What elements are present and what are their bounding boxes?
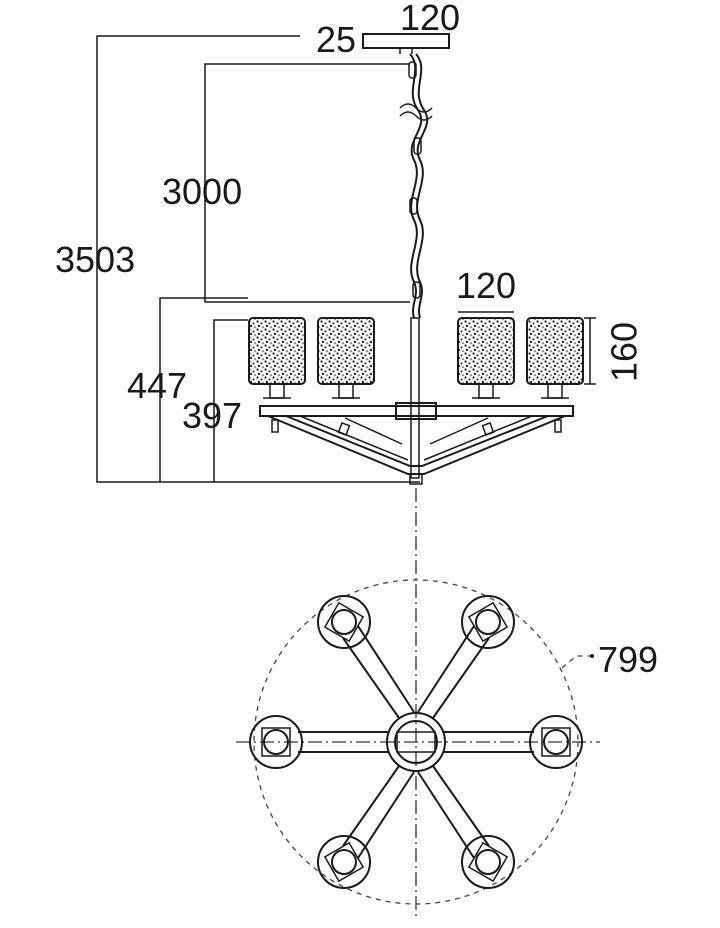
center-hub-outer (386, 712, 446, 772)
lamp-cups (249, 595, 583, 889)
ceiling-plate-width-label: 120 (400, 0, 460, 38)
ceiling-plate (362, 33, 450, 49)
top-view: 799 (236, 579, 658, 905)
cable-length-label: 3000 (162, 171, 242, 212)
center-hub-inner (394, 720, 438, 764)
shade-2 (317, 317, 375, 385)
lamp-holders (263, 383, 569, 399)
dimension-lines (96, 35, 596, 483)
arm-height-label: 397 (182, 395, 242, 436)
shade-3 (457, 317, 515, 385)
arms (298, 625, 534, 859)
diameter-label: 799 (598, 639, 658, 680)
ceiling-plate-height-label: 25 (316, 19, 356, 60)
shade-height-label: 160 (604, 322, 645, 382)
body-height-label: 447 (127, 365, 187, 406)
overall-height-label: 3503 (55, 239, 135, 280)
shade-1 (248, 317, 306, 385)
center-rod (410, 317, 420, 479)
shade-width-label: 120 (456, 265, 516, 306)
side-view: 120 25 3000 3503 120 447 397 160 (55, 0, 645, 485)
diameter-leader (561, 655, 592, 669)
suspension-chain (399, 53, 433, 319)
chandelier-frame (259, 402, 574, 485)
shades (248, 317, 584, 385)
shade-4 (526, 317, 584, 385)
